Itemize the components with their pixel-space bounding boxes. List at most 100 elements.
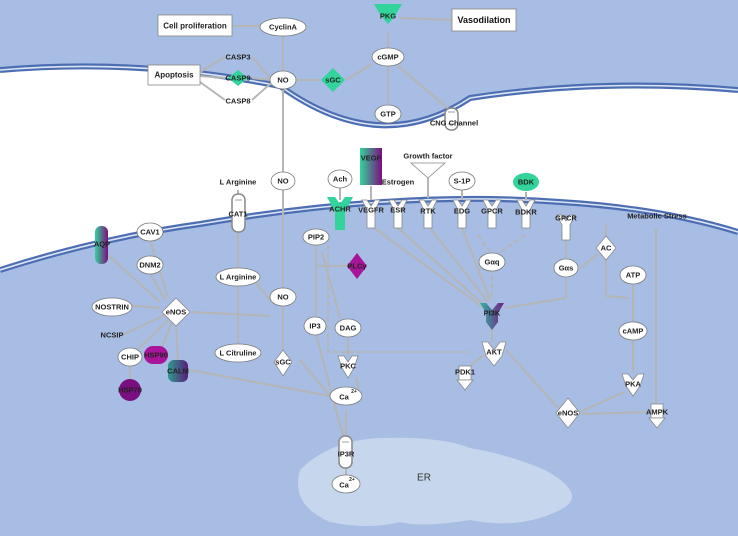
- svg-text:Estrogen: Estrogen: [382, 178, 415, 187]
- svg-text:cAMP: cAMP: [623, 327, 644, 336]
- svg-text:CyclinA: CyclinA: [269, 23, 298, 32]
- svg-text:NO: NO: [277, 177, 288, 186]
- svg-text:Growth factor: Growth factor: [403, 152, 452, 161]
- calm-node: CALM: [167, 360, 189, 382]
- camp-node: cAMP: [618, 321, 648, 341]
- sgc-low-node: sGC: [273, 349, 293, 377]
- bdkr-node: BDKR: [515, 199, 537, 229]
- svg-text:HSP90: HSP90: [144, 351, 168, 360]
- lower-cytoplasm: [0, 196, 738, 536]
- svg-text:PI3K: PI3K: [484, 309, 501, 318]
- estrogen-node: Estrogen: [382, 178, 415, 187]
- svg-text:Ach: Ach: [333, 175, 348, 184]
- svg-text:PLCγ: PLCγ: [347, 262, 367, 271]
- akt-node: AKT: [481, 341, 507, 367]
- gaq-node: Gαq: [478, 252, 506, 272]
- svg-text:Vasodilation: Vasodilation: [457, 15, 510, 25]
- vasodilation-box: Vasodilation: [451, 8, 517, 32]
- dnm2-node: DNM2: [136, 255, 164, 275]
- svg-text:Ca: Ca: [339, 393, 349, 402]
- svg-text:L Citruline: L Citruline: [220, 349, 257, 358]
- svg-text:ATP: ATP: [626, 271, 640, 280]
- l-citruline-node: L Citruline: [214, 343, 262, 363]
- svg-text:AQP: AQP: [94, 240, 110, 249]
- ampk-node: AMPK: [646, 403, 669, 429]
- hsp90-node: HSP90: [144, 346, 168, 364]
- ncsip-node: NCSIP: [101, 331, 124, 340]
- svg-text:DAG: DAG: [340, 324, 357, 333]
- svg-text:Gαs: Gαs: [559, 264, 574, 273]
- svg-text:Metabolic Stress: Metabolic Stress: [627, 212, 687, 221]
- svg-text:Cell proliferation: Cell proliferation: [163, 22, 227, 31]
- esr-node: ESR: [388, 199, 408, 229]
- atp-node: ATP: [619, 265, 647, 285]
- svg-text:NOSTRIN: NOSTRIN: [95, 303, 129, 312]
- cat1-node: CAT1: [228, 193, 248, 233]
- svg-text:eNOS: eNOS: [558, 409, 578, 418]
- bdk-node: BDK: [513, 173, 539, 191]
- svg-text:RTK: RTK: [420, 207, 436, 216]
- casp8-node: CASP8: [225, 97, 250, 106]
- cyclina-node: CyclinA: [259, 17, 307, 37]
- svg-text:GTP: GTP: [380, 110, 395, 119]
- gpcr1-node: GPCR: [481, 199, 503, 229]
- nostrin-node: NOSTRIN: [91, 297, 133, 317]
- ip3r-node: IP3R: [338, 435, 355, 469]
- no-low-node: NO: [269, 287, 297, 307]
- svg-text:eNOS: eNOS: [166, 308, 186, 317]
- lower-membrane: [0, 195, 738, 273]
- svg-text:IP3: IP3: [309, 322, 320, 331]
- vegfr-node: VEGFR: [358, 199, 384, 229]
- svg-text:CAV1: CAV1: [140, 228, 159, 237]
- hsp70-node: HSP70: [118, 379, 142, 401]
- edg-node: EDG: [452, 199, 472, 229]
- sgc-top-node: sGC: [321, 68, 345, 92]
- svg-text:DNM2: DNM2: [139, 261, 160, 270]
- svg-text:CNG Channel: CNG Channel: [430, 119, 478, 128]
- achr-node: ACHR: [327, 197, 353, 230]
- ac-node: AC: [595, 235, 617, 261]
- svg-text:BDKR: BDKR: [515, 208, 537, 217]
- svg-text:sGC: sGC: [325, 76, 341, 85]
- upper-membrane: [0, 63, 738, 129]
- no-mid-node: NO: [270, 171, 296, 191]
- svg-text:EDG: EDG: [454, 207, 470, 216]
- ip3-node: IP3: [303, 316, 327, 336]
- svg-text:PKG: PKG: [380, 12, 396, 21]
- cell-proliferation-box: Cell proliferation: [157, 14, 233, 37]
- svg-text:CALM: CALM: [167, 367, 189, 376]
- svg-text:IP3R: IP3R: [338, 450, 355, 459]
- svg-text:CASP8: CASP8: [225, 97, 250, 106]
- growth-factor-node: Growth factor: [403, 152, 453, 179]
- svg-text:GPCR: GPCR: [481, 207, 503, 216]
- svg-text:CASP9: CASP9: [225, 74, 250, 83]
- cav1-node: CAV1: [136, 222, 164, 242]
- pi3k-node: PI3K: [480, 303, 504, 330]
- gpcr2-node: GPCR: [555, 214, 577, 241]
- l-arginine-mid-node: L Arginine: [215, 267, 261, 287]
- svg-text:AC: AC: [601, 244, 612, 253]
- er-region: [298, 437, 572, 526]
- svg-text:ESR: ESR: [390, 206, 406, 215]
- svg-text:Ca: Ca: [339, 481, 349, 490]
- svg-text:NO: NO: [277, 293, 288, 302]
- svg-text:AMPK: AMPK: [646, 408, 669, 417]
- gtp-node: GTP: [374, 104, 402, 124]
- l-arginine-top-node: L Arginine: [220, 178, 257, 187]
- svg-text:S-1P: S-1P: [454, 177, 471, 186]
- cgmp-node: cGMP: [371, 47, 405, 67]
- svg-text:CASP3: CASP3: [225, 53, 250, 62]
- enos-left-node: eNOS: [161, 297, 191, 327]
- pkc-node: PKC: [337, 355, 359, 379]
- svg-text:PIP2: PIP2: [308, 233, 324, 242]
- vegf-node: VEGF: [360, 148, 382, 185]
- svg-text:ACHR: ACHR: [329, 205, 351, 214]
- chip-node: CHIP: [117, 347, 143, 367]
- pkg-node: PKG: [374, 4, 402, 24]
- svg-text:VEGF: VEGF: [361, 154, 382, 163]
- pka-node: PKA: [621, 373, 645, 397]
- plcg-node: PLCγ: [347, 253, 367, 279]
- svg-text:2+: 2+: [349, 477, 355, 483]
- svg-text:L Arginine: L Arginine: [220, 273, 257, 282]
